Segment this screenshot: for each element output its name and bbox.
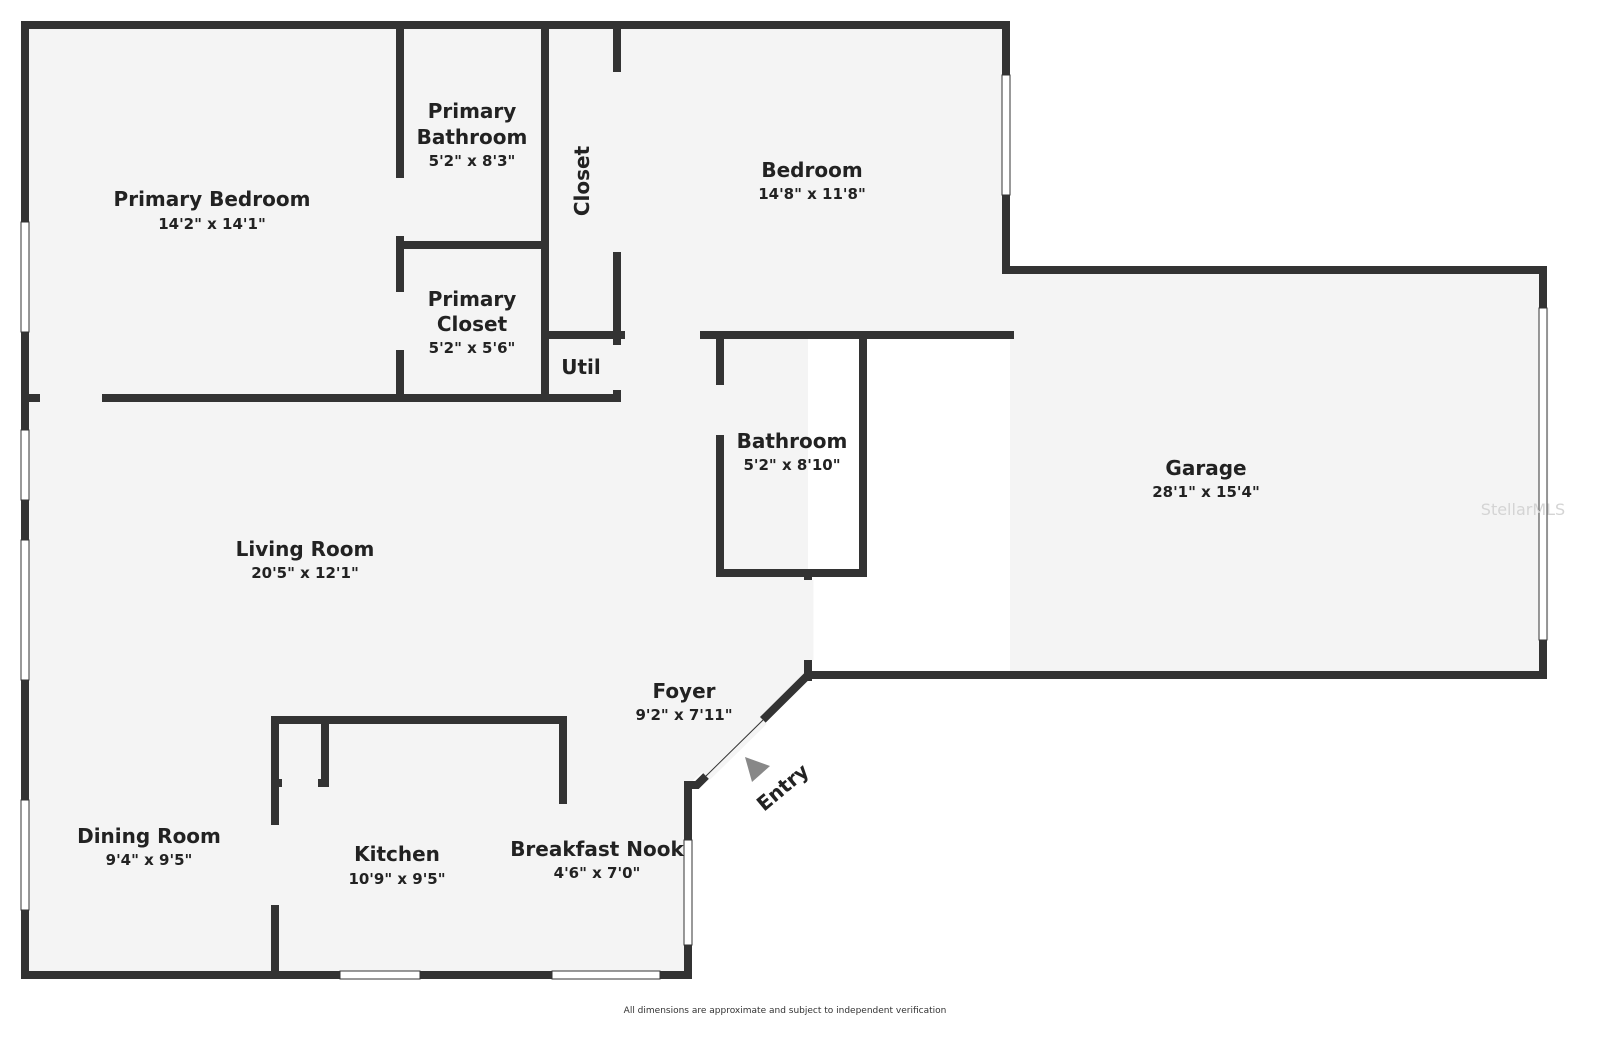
primary-bedroom-name: Primary Bedroom (114, 187, 311, 211)
foyer-name: Foyer (652, 679, 715, 703)
garage-dims: 28'1" x 15'4" (1152, 483, 1260, 501)
primary-bedroom-dims: 14'2" x 14'1" (158, 215, 266, 233)
breakfast-nook-dims: 4'6" x 7'0" (554, 864, 641, 882)
dining-room-name: Dining Room (77, 824, 221, 848)
dining-room-dims: 9'4" x 9'5" (106, 851, 193, 869)
foyer-label: Foyer 9'2" x 7'11" (635, 679, 732, 724)
windows (20, 74, 1548, 980)
primary-bathroom-label: Primary Bathroom 5'2" x 8'3" (417, 99, 528, 170)
kitchen-label: Kitchen 10'9" x 9'5" (348, 842, 445, 888)
closet-name: Closet (570, 145, 594, 216)
bedroom-name: Bedroom (761, 158, 862, 182)
living-room-name: Living Room (236, 537, 375, 561)
bedroom-dims: 14'8" x 11'8" (758, 185, 866, 203)
bathroom-name: Bathroom (737, 429, 848, 453)
garage-name: Garage (1165, 456, 1246, 480)
primary-bathroom-name-line1: Primary (428, 99, 517, 123)
dining-room-label: Dining Room 9'4" x 9'5" (77, 824, 221, 869)
primary-bathroom-name-line2: Bathroom (417, 125, 528, 149)
primary-bathroom-dims: 5'2" x 8'3" (429, 152, 516, 170)
primary-bedroom-label: Primary Bedroom 14'2" x 14'1" (114, 187, 311, 233)
primary-closet-dims: 5'2" x 5'6" (429, 339, 516, 357)
triangle-arrow-icon (745, 757, 770, 782)
kitchen-name: Kitchen (354, 842, 440, 866)
bathroom-label: Bathroom 5'2" x 8'10" (737, 429, 848, 474)
foyer-dims: 9'2" x 7'11" (635, 706, 732, 724)
kitchen-dims: 10'9" x 9'5" (348, 870, 445, 888)
primary-closet-name-line2: Closet (437, 312, 508, 336)
living-room-dims: 20'5" x 12'1" (251, 564, 359, 582)
footer-disclaimer: All dimensions are approximate and subje… (624, 1006, 947, 1016)
util-name: Util (561, 355, 601, 379)
breakfast-nook-name: Breakfast Nook (510, 837, 684, 861)
floor-area (25, 25, 1545, 975)
garage-label: Garage 28'1" x 15'4" (1152, 456, 1260, 501)
primary-closet-label: Primary Closet 5'2" x 5'6" (428, 287, 517, 357)
breakfast-nook-label: Breakfast Nook 4'6" x 7'0" (510, 837, 684, 882)
primary-closet-name-line1: Primary (428, 287, 517, 311)
living-room-label: Living Room 20'5" x 12'1" (236, 537, 375, 582)
watermark-text: StellarMLS (1481, 500, 1565, 519)
bathroom-dims: 5'2" x 8'10" (743, 456, 840, 474)
bedroom-label: Bedroom 14'8" x 11'8" (758, 158, 866, 203)
